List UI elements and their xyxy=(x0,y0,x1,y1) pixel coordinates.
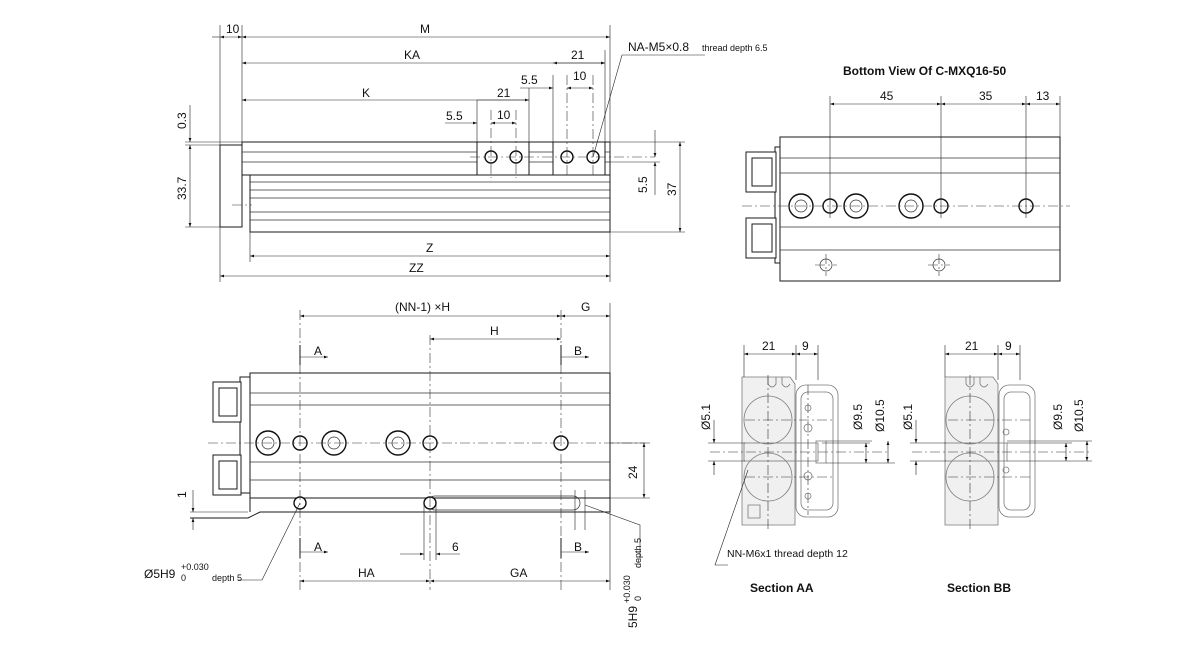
clamp-lower-inner xyxy=(218,460,238,490)
thread-note: NN-M6x1 thread depth 12 xyxy=(727,548,848,560)
dim-9: 9 xyxy=(802,339,809,353)
section-aa: 21 9 Ø5.1 Ø9.5 Ø10.5 NN-M6x1 thread dept… xyxy=(699,339,895,595)
dim-ha: HA xyxy=(358,566,375,580)
tolerance-upper: +0.030 xyxy=(181,562,209,572)
section-label-a: A xyxy=(314,540,322,554)
dim-1: 1 xyxy=(175,491,189,498)
dim-d10-5: Ø10.5 xyxy=(1072,399,1086,432)
dim-24: 24 xyxy=(626,465,640,479)
dim-10: 10 xyxy=(573,69,587,83)
dim-0-3: 0.3 xyxy=(175,112,189,129)
thread-depth-label: thread depth 6.5 xyxy=(702,43,768,53)
dim-k: K xyxy=(362,86,370,100)
slot-callout: 5H9 xyxy=(626,606,640,628)
slide-table xyxy=(241,141,611,176)
dim-6: 6 xyxy=(452,540,459,554)
section-aa-title: Section AA xyxy=(750,581,814,595)
cylinder-body xyxy=(249,174,611,233)
section-bb: 21 9 Ø5.1 Ø9.5 Ø10.5 Section BB xyxy=(901,339,1092,595)
dim-33-7: 33.7 xyxy=(175,176,189,200)
dim-13: 13 xyxy=(1036,89,1050,103)
dim-d5-1: Ø5.1 xyxy=(699,404,713,430)
bottom-view-title: Bottom View Of C-MXQ16-50 xyxy=(843,64,1006,78)
section-bb-title: Section BB xyxy=(947,581,1011,595)
dim-35: 35 xyxy=(979,89,993,103)
section-label-a: A xyxy=(314,344,322,358)
dim-5-5: 5.5 xyxy=(521,73,538,87)
dim-10: 10 xyxy=(226,22,240,36)
tolerance-upper: +0.030 xyxy=(622,575,632,603)
dim-d9-5: Ø9.5 xyxy=(1051,404,1065,430)
bottom-view: Bottom View Of C-MXQ16-50 xyxy=(742,64,1070,282)
section-label-b: B xyxy=(574,344,582,358)
end-plate xyxy=(219,144,243,228)
hole-depth: depth 5 xyxy=(212,573,242,583)
dim-zz: ZZ xyxy=(409,261,424,275)
clamp-upper-inner xyxy=(751,157,773,187)
thread-leader xyxy=(592,54,705,158)
hole-callout: Ø5H9 xyxy=(144,567,176,581)
dim-21: 21 xyxy=(965,339,979,353)
dim-z: Z xyxy=(426,241,433,255)
dim-g: G xyxy=(581,300,590,314)
dim-ga: GA xyxy=(510,566,527,580)
top-view: 10 M KA 21 5.5 10 K 21 5.5 10 0.3 33.7 5… xyxy=(175,22,768,282)
clamp-lower-inner xyxy=(751,223,773,253)
dim-5-5: 5.5 xyxy=(446,109,463,123)
dim-9: 9 xyxy=(1005,339,1012,353)
dim-d5-1: Ø5.1 xyxy=(901,404,915,430)
dim-d10-5: Ø10.5 xyxy=(873,399,887,432)
dim-d9-5: Ø9.5 xyxy=(851,404,865,430)
tolerance-lower: 0 xyxy=(633,596,643,601)
side-view: (NN-1) ×H G H A B A B 24 1 6 HA GA Ø5H9 … xyxy=(144,300,650,628)
dim-37: 37 xyxy=(665,182,679,196)
tolerance-lower: 0 xyxy=(181,573,186,583)
dim-21: 21 xyxy=(762,339,776,353)
dim-21: 21 xyxy=(497,86,511,100)
dim-h: H xyxy=(490,324,499,338)
thread-label: NA-M5×0.8 xyxy=(628,40,689,54)
slot-depth: depth 5 xyxy=(633,538,643,568)
dim-5-5: 5.5 xyxy=(636,176,650,193)
dim-45: 45 xyxy=(880,89,894,103)
dim-10: 10 xyxy=(497,108,511,122)
dim-m: M xyxy=(420,22,430,36)
section-label-b: B xyxy=(574,540,582,554)
dim-ka: KA xyxy=(404,48,420,62)
clamp-upper-inner xyxy=(218,387,238,417)
dim-nn-h: (NN-1) ×H xyxy=(395,300,450,314)
dim-21: 21 xyxy=(571,48,585,62)
